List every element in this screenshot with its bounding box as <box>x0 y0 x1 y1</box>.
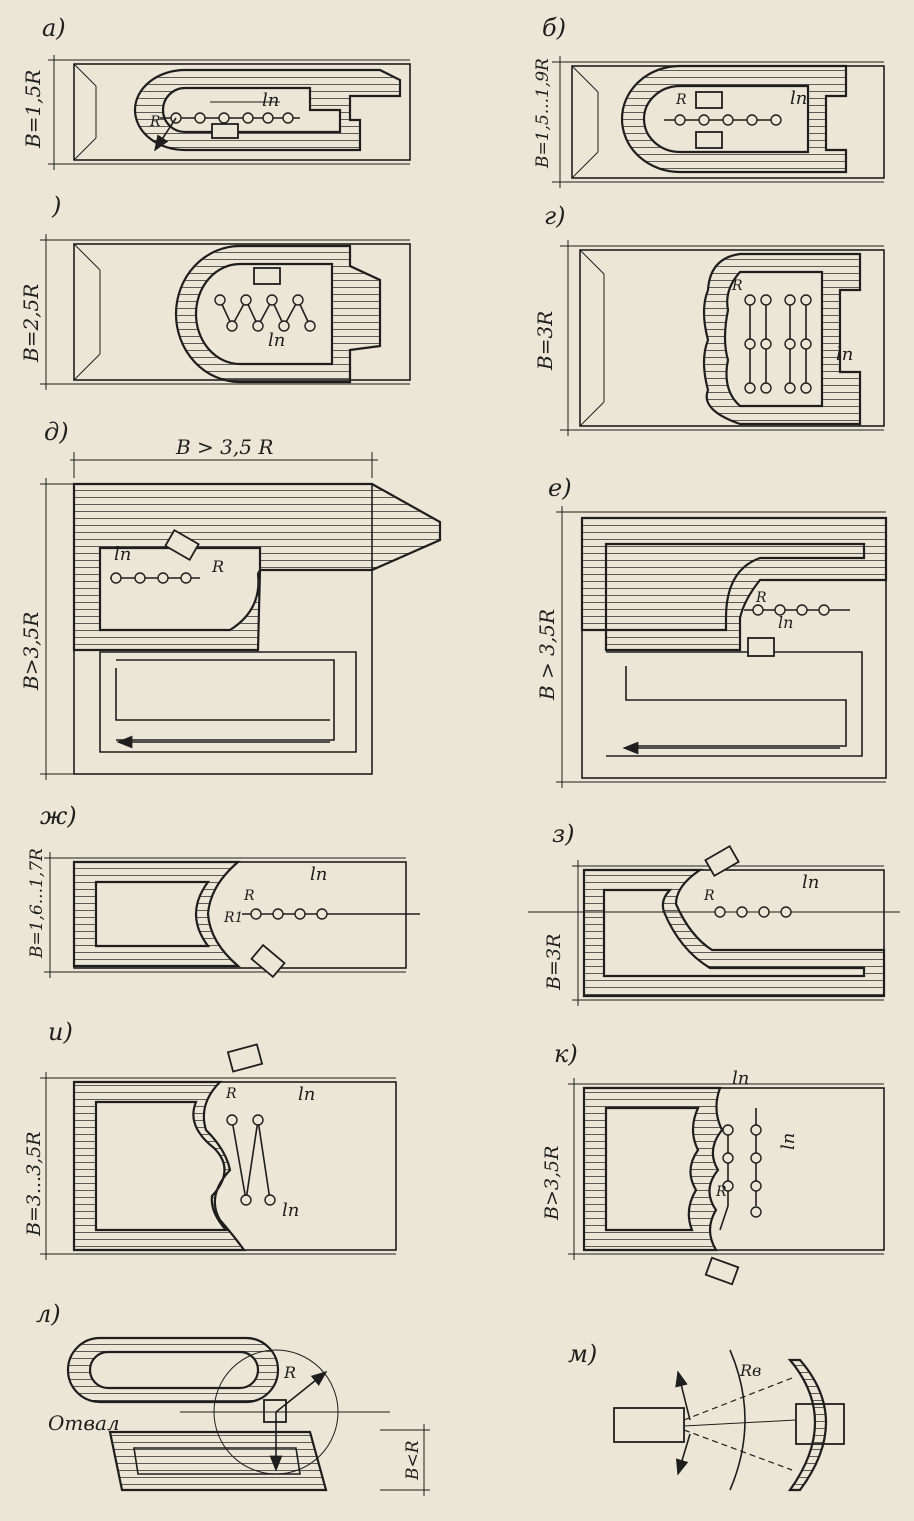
panel-z-width-label: B=3R <box>543 934 565 991</box>
panel-b-radius: R <box>675 92 687 108</box>
panel-l-width-label: B<R <box>403 1440 423 1481</box>
panel-d-width-label: B>3,5R <box>19 612 43 691</box>
panel-d: д) B > 3,5 R B>3,5R lп R <box>19 418 442 780</box>
panel-k-step-2: lп <box>778 1133 799 1150</box>
panel-g-width-label: B=3R <box>533 311 557 371</box>
panel-z: з) B=3R R lп <box>528 820 900 1006</box>
panel-d-step: lп <box>114 544 131 565</box>
panel-a: а) B=1,5R R lп <box>21 14 411 170</box>
excavator-icon <box>250 943 286 979</box>
excavator-icon <box>211 123 239 139</box>
panel-i-step: lп <box>298 1084 315 1105</box>
panel-d-letter: д) <box>44 418 69 446</box>
panel-k-width-label: B>3,5R <box>541 1146 563 1221</box>
panel-d-radius: R <box>211 557 224 576</box>
panel-l-dump-label: Отвал <box>48 1411 120 1435</box>
panel-l-radius: R <box>283 1363 296 1382</box>
panel-i-letter: и) <box>48 1018 73 1046</box>
panel-e-width-label: B > 3,5R <box>535 609 559 701</box>
panel-g-step: lп <box>836 344 853 365</box>
panel-zh-letter: ж) <box>40 802 77 830</box>
panel-l-letter: л) <box>36 1300 61 1328</box>
panel-zh-width-label: B=1,6...1,7R <box>27 848 47 959</box>
excavator-icon <box>695 91 723 109</box>
panel-d-top-label: B > 3,5 R <box>175 435 273 459</box>
excavator-icon <box>704 844 740 878</box>
panel-a-radius: R <box>149 114 161 130</box>
panel-m-radius: Rв <box>739 1361 761 1380</box>
panel-a-width-label: B=1,5R <box>21 70 45 149</box>
panel-g-radius: R <box>731 278 743 294</box>
panel-b-width-label: B=1,5...1,9R <box>533 58 553 169</box>
panel-m-letter: м) <box>568 1340 597 1368</box>
panel-e-radius: R <box>755 590 767 606</box>
excavator-icon <box>263 1399 287 1423</box>
excavator-icon <box>164 528 200 562</box>
panel-i-width-label: B=3...3,5R <box>23 1131 45 1237</box>
panel-zh-radius1: R1 <box>223 910 243 926</box>
panel-g-paths <box>744 294 812 394</box>
panel-zh-radius: R <box>243 888 255 904</box>
excavator-icon <box>695 131 723 149</box>
panel-g: г) B=3R R lп <box>533 202 885 436</box>
panel-v-step: lп <box>268 330 285 351</box>
panel-m: м) Rв <box>568 1340 845 1492</box>
panel-g-letter: г) <box>544 202 566 230</box>
excavator-icon <box>613 1407 685 1443</box>
panel-k-radius: R <box>715 1184 727 1200</box>
panel-a-letter: а) <box>42 14 66 42</box>
panel-a-points <box>170 112 294 124</box>
panel-b-letter: б) <box>542 14 566 42</box>
panel-zh: ж) B=1,6...1,7R R R1 lп <box>27 802 420 979</box>
excavator-icon <box>704 1256 740 1286</box>
panel-z-letter: з) <box>552 820 574 848</box>
panel-z-step: lп <box>802 872 819 893</box>
panel-v-width-label: B=2,5R <box>19 284 43 363</box>
panel-z-radius: R <box>703 888 715 904</box>
panel-k: к) B>3,5R R lп lп <box>541 1040 885 1286</box>
panel-b-step: lп <box>790 88 807 109</box>
panel-i-radius: R <box>225 1086 237 1102</box>
excavator-icon <box>226 1043 264 1073</box>
panel-e-letter: е) <box>548 474 572 502</box>
panel-b: б) B=1,5...1,9R R lп <box>533 14 885 188</box>
panel-v-letter: ) <box>51 192 61 220</box>
panel-zh-step: lп <box>310 864 327 885</box>
panel-a-step: lп <box>262 90 279 111</box>
panel-l: л) Отвал R B<R <box>36 1300 430 1496</box>
panel-e: е) B > 3,5R R lп <box>535 474 888 788</box>
panel-e-step: lп <box>778 613 793 632</box>
panel-i: и) B=3...3,5R R lп lп <box>23 1018 397 1260</box>
panel-k-letter: к) <box>554 1040 578 1068</box>
panel-i-step-2: lп <box>282 1200 299 1221</box>
excavator-icon <box>747 637 775 657</box>
panel-v: ) B=2,5R lп <box>19 192 411 390</box>
excavator-icon <box>253 267 281 285</box>
panel-k-step: lп <box>732 1068 749 1089</box>
